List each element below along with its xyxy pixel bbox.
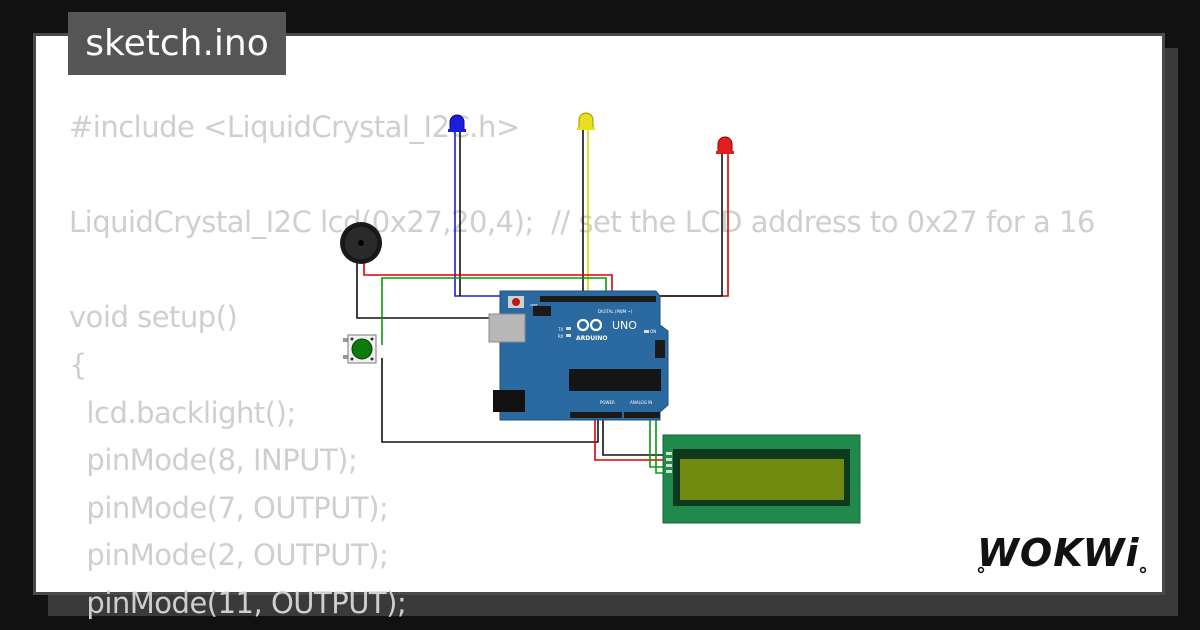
blue-led-icon xyxy=(448,114,466,132)
file-title-tab[interactable]: sketch.ino xyxy=(68,12,286,75)
power-header-label: POWER xyxy=(600,400,615,405)
code-line: pinMode(7, OUTPUT); xyxy=(69,490,389,525)
wires xyxy=(356,128,729,474)
code-line: pinMode(2, OUTPUT); xyxy=(69,538,389,573)
code-preview: #include <LiquidCrystal_I2C.h> LiquidCry… xyxy=(69,104,1131,628)
code-line: lcd.backlight(); xyxy=(69,395,296,430)
digital-header-label: DIGITAL (PWM ~) xyxy=(598,309,633,314)
code-line: void setup() xyxy=(69,300,238,335)
wire-black-lcd xyxy=(602,418,668,456)
red-led-icon xyxy=(716,136,734,154)
wire-red-lcd xyxy=(594,418,668,461)
code-line: pinMode(11, OUTPUT); xyxy=(69,585,407,620)
code-line: { xyxy=(69,347,87,382)
code-line: pinMode(8, INPUT); xyxy=(69,443,358,478)
arduino-infinity-icon xyxy=(576,318,603,332)
green-button-icon xyxy=(343,334,377,364)
analog-header-label: ANALOG IN xyxy=(630,400,652,405)
wire-red-buzzer xyxy=(363,255,613,296)
wire-red-led xyxy=(640,152,729,297)
wire-blue xyxy=(454,130,506,297)
wokwi-logo[interactable]: WOKWi xyxy=(975,528,1150,578)
board-brand-label: ARDUINO xyxy=(576,335,607,342)
code-line: LiquidCrystal_I2C lcd(0x27,20,4); // set… xyxy=(69,205,1095,240)
wire-black-buzzer xyxy=(356,262,500,319)
code-line: #include <LiquidCrystal_I2C.h> xyxy=(69,110,520,144)
arduino-uno-board: UNO ARDUINO DIGITAL (PWM ~) ANALOG IN PO… xyxy=(488,290,669,421)
wire-green-button xyxy=(381,277,607,345)
rx-label: RX xyxy=(558,334,564,339)
wire-black-button xyxy=(381,358,599,443)
on-label: ON xyxy=(650,329,656,334)
buzzer-icon xyxy=(340,222,382,264)
yellow-led-icon xyxy=(577,112,595,130)
tx-label: TX xyxy=(557,327,563,332)
aref-label: AREF xyxy=(530,303,538,307)
wire-green-sda xyxy=(649,418,668,468)
wire-black-red-led xyxy=(608,152,723,297)
board-model-label: UNO xyxy=(612,319,637,332)
lcd-display xyxy=(662,434,861,524)
wokwi-logo-text: WOKWi xyxy=(977,531,1140,575)
